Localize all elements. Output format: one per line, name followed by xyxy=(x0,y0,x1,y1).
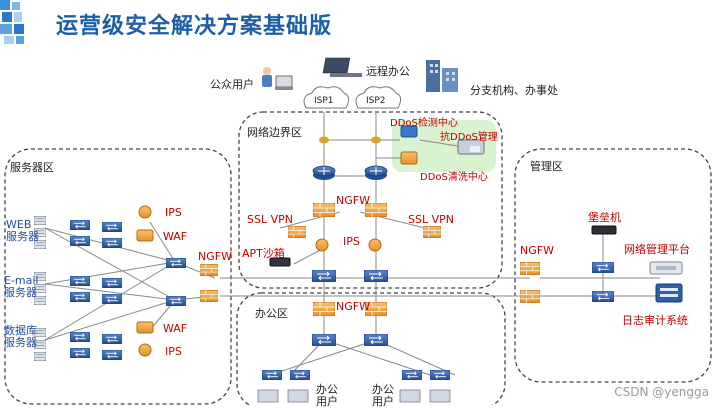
db-server-label: 数据库 服务器 xyxy=(4,324,37,349)
server-core-switch-bottom xyxy=(166,296,186,306)
link-lock-icon xyxy=(319,136,381,144)
mgmt-ngfw-label: NGFW xyxy=(520,244,554,257)
isp2-cloud-icon xyxy=(355,86,402,109)
border-ips-left-device xyxy=(315,238,329,252)
mgmt-switch-bottom xyxy=(592,291,614,302)
border-ngfw-label: NGFW xyxy=(336,194,370,207)
office-switch-right xyxy=(364,334,388,346)
email-server-label: E-mail 服务器 xyxy=(4,274,39,299)
branch-label: 分支机构、办事处 xyxy=(470,84,558,97)
ssl-vpn-right-device xyxy=(423,226,441,238)
zone-server-label: 服务器区 xyxy=(10,161,54,174)
server-ips-bottom-device xyxy=(138,343,152,357)
ssl-vpn-left-label: SSL VPN xyxy=(247,213,293,226)
zone-border-label: 网络边界区 xyxy=(247,126,302,139)
office-ngfw-label: NGFW xyxy=(336,300,370,313)
watermark: CSDN @yengga xyxy=(614,385,709,399)
zone-management xyxy=(514,148,712,383)
server-waf-bottom-device xyxy=(136,321,154,334)
anti-ddos-mgmt-label: 抗DDoS管理 xyxy=(440,132,498,143)
zone-server xyxy=(4,148,232,405)
office-pc-icon xyxy=(257,389,451,403)
ssl-vpn-right-label: SSL VPN xyxy=(408,213,454,226)
public-user-icon xyxy=(262,67,293,90)
server-ips-top-device xyxy=(138,205,152,219)
mgmt-ngfw-top xyxy=(520,262,540,275)
isp1-label: ISP1 xyxy=(314,96,334,106)
core-switch-left xyxy=(312,270,336,282)
office-switch-left xyxy=(312,334,336,346)
office-access-switches xyxy=(262,370,450,380)
server-ngfw-label: NGFW xyxy=(198,250,232,263)
core-switch-right xyxy=(364,270,388,282)
zone-office xyxy=(236,292,506,405)
zone-management-label: 管理区 xyxy=(530,160,563,173)
log-audit-label: 日志审计系统 xyxy=(622,314,688,327)
router-left xyxy=(312,165,336,181)
bastion-device xyxy=(591,225,617,235)
apt-sandbox-device xyxy=(269,257,291,267)
server-ips-top-label: IPS xyxy=(165,206,182,219)
server-waf-bottom-label: WAF xyxy=(163,322,188,335)
border-ngfw-left xyxy=(313,203,335,217)
office-ngfw-left xyxy=(313,302,335,316)
ddos-clean-label: DDoS清洗中心 xyxy=(420,172,488,183)
ddos-clean-device xyxy=(400,151,418,165)
web-server-label: WEB 服务器 xyxy=(6,218,39,243)
title-mosaic-icon xyxy=(0,0,24,44)
server-ngfw-top xyxy=(200,264,218,276)
ssl-vpn-left-device xyxy=(288,226,306,238)
server-ips-bottom-label: IPS xyxy=(165,345,182,358)
nms-label: 网络管理平台 xyxy=(624,243,690,256)
server-core-switch-top xyxy=(166,258,186,268)
laptop-icon xyxy=(322,57,362,77)
office-user-label-2: 办公 用户 xyxy=(372,383,394,408)
zone-office-label: 办公区 xyxy=(255,307,288,320)
server-waf-top-device xyxy=(136,229,154,242)
border-ips-right-device xyxy=(368,238,382,252)
mgmt-ngfw-bottom xyxy=(520,290,540,303)
ddos-detect-label: DDoS检测中心 xyxy=(390,118,458,129)
apt-sandbox-label: APT沙箱 xyxy=(242,247,285,260)
ddos-detect-device xyxy=(400,125,418,138)
isp2-label: ISP2 xyxy=(366,96,386,106)
branch-building-icon xyxy=(426,60,458,92)
office-user-label-1: 办公 用户 xyxy=(316,383,338,408)
bastion-label: 堡垒机 xyxy=(588,211,621,224)
zone-border xyxy=(238,111,503,289)
remote-office-label: 远程办公 xyxy=(366,65,410,78)
page-title: 运营级安全解决方案基础版 xyxy=(56,14,333,39)
server-waf-top-label: WAF xyxy=(163,230,188,243)
router-right xyxy=(364,165,388,181)
border-ips-label: IPS xyxy=(343,235,360,248)
public-user-label: 公众用户 xyxy=(210,78,254,91)
log-audit-server-icon xyxy=(655,283,683,303)
nms-server-icon xyxy=(649,261,683,275)
server-ngfw-bottom xyxy=(200,290,218,302)
isp1-cloud-icon xyxy=(303,86,350,109)
ddos-area xyxy=(392,120,496,172)
mgmt-switch-top xyxy=(592,262,614,273)
anti-ddos-server-icon xyxy=(457,139,485,155)
